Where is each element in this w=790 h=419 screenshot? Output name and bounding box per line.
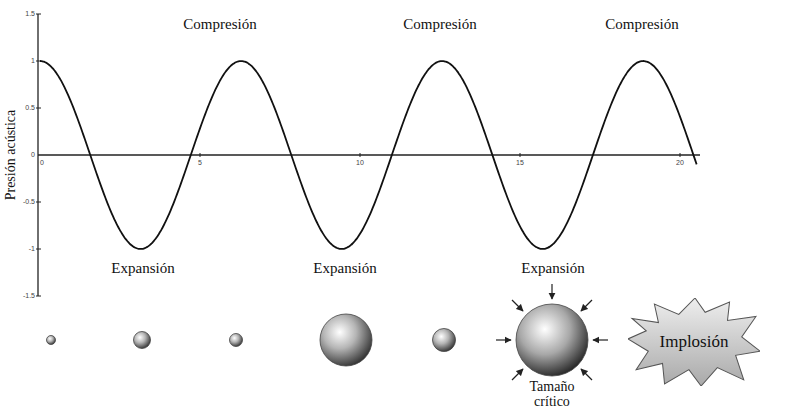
- tick-label: 5: [198, 159, 202, 167]
- bubble: [230, 334, 243, 347]
- tick-label: 0: [40, 159, 44, 167]
- tick-label: 0: [31, 151, 35, 159]
- bubble: [320, 314, 372, 366]
- tick-label: 1.5: [25, 10, 35, 18]
- tick-label: 10: [356, 159, 364, 167]
- y-ticks: [36, 14, 41, 296]
- size-label: Tamaño crítico: [516, 379, 588, 410]
- bubble: [134, 332, 151, 349]
- burst-label: Implosión: [628, 298, 760, 386]
- axis-title: Presión acústica: [3, 110, 18, 201]
- bubble: [433, 329, 456, 352]
- bubbles: [47, 304, 589, 376]
- tick-label: 20: [676, 159, 684, 167]
- phase-label: Expansión: [521, 260, 584, 277]
- phase-label: Compresión: [403, 16, 476, 33]
- pressure-wave: [40, 61, 697, 249]
- axes: [36, 14, 700, 296]
- tick-label: 15: [516, 159, 524, 167]
- x-axis: [38, 154, 700, 155]
- phase-label: Expansión: [111, 260, 174, 277]
- critical-bubble: [516, 304, 588, 376]
- tick-label: 1: [31, 57, 35, 65]
- implosion-burst: Implosión: [628, 298, 760, 386]
- phase-label: Compresión: [605, 16, 678, 33]
- tick-label: 0.5: [25, 104, 35, 112]
- y-axis: [37, 14, 38, 296]
- x-ticks: [200, 153, 680, 157]
- phase-label: Compresión: [183, 16, 256, 33]
- tick-label: -0.5: [23, 198, 35, 206]
- phase-label: Expansión: [313, 260, 376, 277]
- tick-label: -1.5: [23, 292, 35, 300]
- tick-label: -1: [29, 245, 35, 253]
- bubble: [47, 336, 56, 345]
- compression-arrows: [496, 284, 608, 380]
- burst-outline: [628, 298, 760, 386]
